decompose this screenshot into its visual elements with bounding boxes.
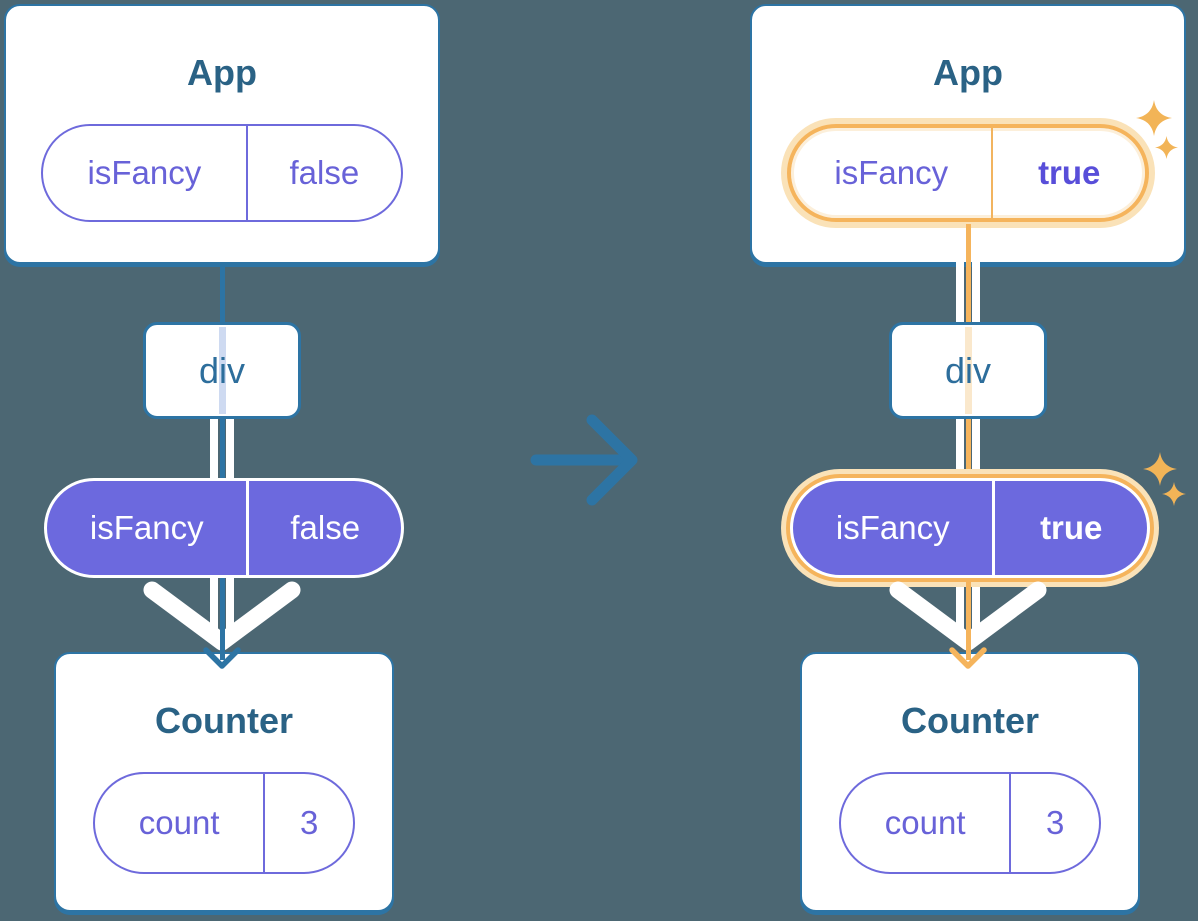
state-value: false [289,154,360,191]
tree-before: App isFancy false div isFancy false [0,0,448,921]
div-label: div [944,349,992,391]
prop-key: isFancy [793,481,996,575]
app-component-card: App isFancy false [4,4,440,264]
arrow-right-icon [530,414,638,506]
prop-passthrough-line [218,327,226,414]
sparkle-icon [1162,482,1186,506]
state-value: 3 [299,804,319,841]
state-key: isFancy [791,128,994,218]
state-pill-count: count 3 [839,772,1101,874]
counter-component-card: Counter count 3 [800,652,1140,912]
tree-after: App isFancy true div isF [746,0,1194,921]
connector-div-to-prop [210,419,234,478]
prop-value: false [290,509,361,546]
prop-value: true [1040,509,1103,546]
prop-pill-isfancy-highlighted: isFancy true [790,478,1150,578]
connector-app-to-div [956,262,980,322]
app-component-card: App isFancy true [750,4,1186,264]
sparkle-icon [1136,100,1172,136]
state-pill-isfancy: isFancy false [41,124,403,222]
flow-arrow-shaft [219,578,225,660]
prop-key: isFancy [47,481,250,575]
state-pill-count: count 3 [93,772,355,874]
div-label: div [198,349,246,391]
div-node: div [143,322,301,419]
component-title: App [933,52,1003,93]
connector-prop-to-counter [956,578,980,640]
chevron-down-icon [203,647,241,669]
prop-passthrough-line [964,327,972,414]
connector-prop-to-counter [210,578,234,640]
state-value: true [1038,154,1101,191]
prop-pill-isfancy: isFancy false [44,478,404,578]
state-value: 3 [1045,804,1065,841]
chevron-down-icon [949,647,987,669]
counter-component-card: Counter count 3 [54,652,394,912]
component-title: Counter [155,700,293,741]
sparkle-icon [1143,452,1177,486]
state-key: isFancy [43,126,248,220]
connector-state-stub [965,224,971,266]
state-pill-isfancy-highlighted: isFancy true [787,124,1149,222]
state-key: count [95,774,266,872]
component-title: Counter [901,700,1039,741]
sparkle-icon [1155,136,1178,159]
component-title: App [187,52,257,93]
flow-arrow-shaft [965,578,971,660]
connector-div-to-prop [956,419,980,478]
connector-app-to-div [219,264,225,322]
state-key: count [841,774,1012,872]
div-node: div [889,322,1047,419]
